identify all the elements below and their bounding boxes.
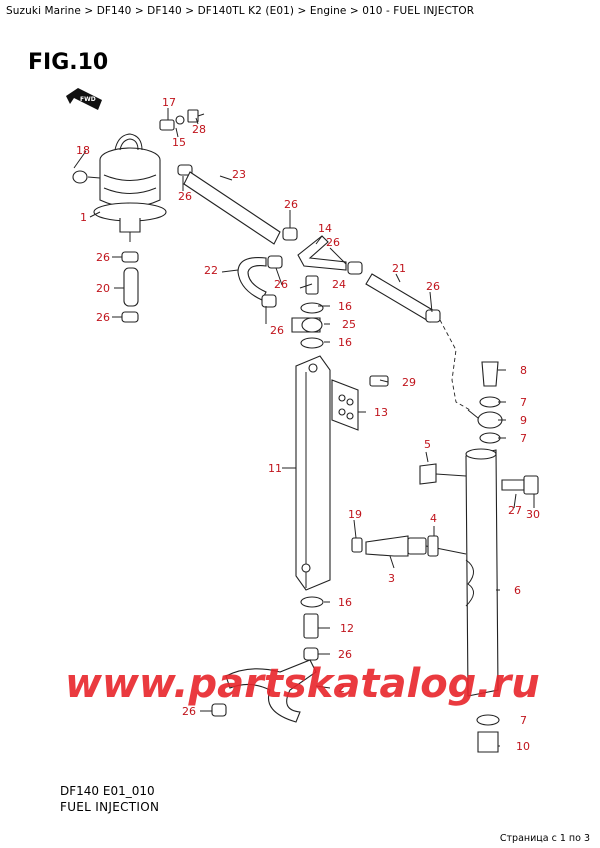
callout-16a[interactable]: 16 (338, 300, 352, 313)
callout-2[interactable]: 2 (338, 682, 345, 695)
callout-18[interactable]: 18 (76, 144, 90, 157)
forward-arrow-icon: FWD (66, 88, 102, 110)
callout-13[interactable]: 13 (374, 406, 388, 419)
callout-23[interactable]: 23 (232, 168, 246, 181)
callout-16c[interactable]: 16 (338, 596, 352, 609)
bolt-part-10[interactable] (477, 731, 499, 753)
delivery-pipe-part[interactable] (295, 355, 331, 591)
fuel-rail-part[interactable] (465, 448, 499, 697)
callout-19[interactable]: 19 (348, 508, 362, 521)
callout-26d[interactable]: 26 (274, 278, 288, 291)
diagram-code: DF140 E01_010 (60, 784, 155, 798)
figure-title: FIG.10 (28, 50, 109, 75)
diagram-name: FUEL INJECTION (60, 800, 160, 814)
callout-30[interactable]: 30 (526, 508, 540, 521)
callout-12[interactable]: 12 (340, 622, 354, 635)
bolt-part-8[interactable] (481, 361, 499, 387)
callout-26i[interactable]: 26 (338, 648, 352, 661)
callout-3[interactable]: 3 (388, 572, 395, 585)
callout-24[interactable]: 24 (332, 278, 346, 291)
callout-26g[interactable]: 26 (96, 251, 110, 264)
callout-26c[interactable]: 26 (326, 236, 340, 249)
hose-part[interactable] (183, 171, 281, 245)
callout-26h[interactable]: 26 (96, 311, 110, 324)
callout-21[interactable]: 21 (392, 262, 406, 275)
bracket-part[interactable] (331, 379, 359, 431)
callout-26a[interactable]: 26 (178, 190, 192, 203)
callout-9[interactable]: 9 (520, 414, 527, 427)
callout-7a[interactable]: 7 (520, 396, 527, 409)
callout-11[interactable]: 11 (268, 462, 282, 475)
callout-15[interactable]: 15 (172, 136, 186, 149)
page-indicator[interactable]: Страница с 1 по 3 (499, 833, 590, 844)
fitting-part[interactable] (159, 119, 175, 131)
callout-26b[interactable]: 26 (284, 198, 298, 211)
callout-22[interactable]: 22 (204, 264, 218, 277)
callout-26f[interactable]: 26 (270, 324, 284, 337)
injector-part[interactable] (365, 535, 467, 557)
breadcrumb[interactable]: Suzuki Marine > DF140 > DF140 > DF140TL … (6, 5, 475, 17)
forward-arrow-label: FWD (80, 96, 96, 103)
hose-part-22[interactable] (237, 257, 267, 301)
watermark: www.partskatalog.ru (65, 661, 540, 707)
callout-16b[interactable]: 16 (338, 336, 352, 349)
callout-8[interactable]: 8 (520, 364, 527, 377)
callout-5[interactable]: 5 (424, 438, 431, 451)
callout-4[interactable]: 4 (430, 512, 437, 525)
cap-part[interactable] (72, 170, 88, 184)
callout-20[interactable]: 20 (96, 282, 110, 295)
callout-7b[interactable]: 7 (520, 432, 527, 445)
connector-part[interactable] (297, 235, 347, 271)
cap-part-5[interactable] (419, 463, 437, 485)
callout-26e[interactable]: 26 (426, 280, 440, 293)
callout-29[interactable]: 29 (402, 376, 416, 389)
callout-28[interactable]: 28 (192, 123, 206, 136)
hose-part-20[interactable] (123, 267, 139, 307)
hose-part-2[interactable] (225, 659, 317, 723)
fuel-filter-part[interactable] (93, 133, 167, 242)
callout-1[interactable]: 1 (80, 211, 87, 224)
callout-26j[interactable]: 26 (182, 705, 196, 718)
fitting-part-24[interactable] (305, 275, 319, 295)
callout-27[interactable]: 27 (508, 504, 522, 517)
callout-7c[interactable]: 7 (520, 714, 527, 727)
callout-17[interactable]: 17 (162, 96, 176, 109)
callout-25[interactable]: 25 (342, 318, 356, 331)
callout-6[interactable]: 6 (514, 584, 521, 597)
pipe-fitting-part[interactable] (303, 613, 319, 639)
callout-10[interactable]: 10 (516, 740, 530, 753)
callout-14[interactable]: 14 (318, 222, 332, 235)
